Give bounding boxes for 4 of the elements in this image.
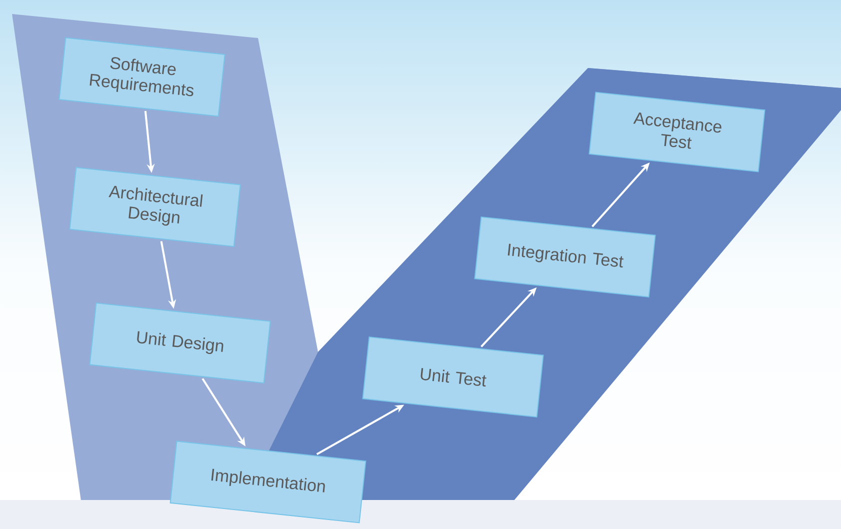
process-box: Software Requirements (58, 37, 226, 117)
process-box: Implementation (170, 440, 366, 524)
process-box: Acceptance Test (588, 92, 766, 172)
process-box: Architectural Design (69, 167, 241, 247)
